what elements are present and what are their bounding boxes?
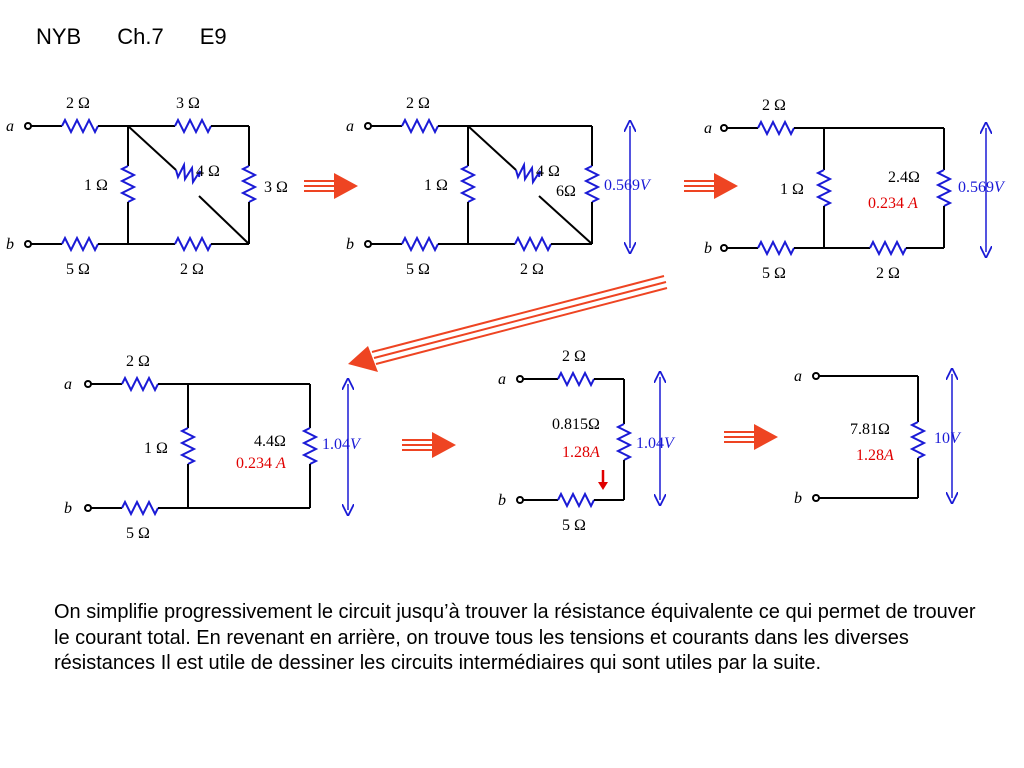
- c3-voltage: 0.569V: [958, 179, 1006, 196]
- c6-terminal-b: b: [794, 490, 802, 507]
- resistor-1bot: [174, 235, 212, 253]
- c2-r-diag-label: 4 Ω: [536, 163, 560, 180]
- c2-r-b-label: 5 Ω: [406, 261, 430, 278]
- c4-current: 0.234 A: [236, 455, 286, 472]
- c1-r-diag-label: 4 Ω: [196, 163, 220, 180]
- c4-terminal-a: a: [64, 376, 72, 393]
- c1-r-right-label: 3 Ω: [264, 179, 288, 196]
- c4-r-a-label: 2 Ω: [126, 353, 150, 370]
- c6-terminal-a: a: [794, 368, 802, 385]
- c2-r-right-label: 6Ω: [556, 183, 576, 200]
- circuit-1: [24, 117, 258, 253]
- current-arrow-icon: [598, 470, 608, 490]
- c1-r-mid-label: 1 Ω: [84, 177, 108, 194]
- title-exercise: E9: [199, 24, 227, 49]
- c6-current: 1.28A: [856, 447, 894, 464]
- c1-r-b-label: 5 Ω: [66, 261, 90, 278]
- resistor-1b: [61, 235, 99, 253]
- circuit-3: [720, 119, 986, 254]
- c4-r-mid-label: 1 Ω: [144, 440, 168, 457]
- c1-terminal-b: b: [6, 236, 14, 253]
- c5-terminal-a: a: [498, 371, 506, 388]
- c2-r-a-label: 2 Ω: [406, 95, 430, 112]
- c1-r-top-label: 3 Ω: [176, 95, 200, 112]
- c1-r-a-label: 2 Ω: [66, 95, 90, 112]
- c2-terminal-b: b: [346, 236, 354, 253]
- c5-current: 1.28A: [562, 444, 600, 461]
- explanation-caption: On simplifie progressivement le circuit …: [54, 601, 976, 674]
- resistor-1mid: [119, 165, 137, 203]
- c5-r-a-label: 2 Ω: [562, 348, 586, 365]
- c3-current: 0.234 A: [868, 195, 918, 212]
- c4-voltage: 1.04V: [322, 436, 362, 453]
- c3-terminal-b: b: [704, 240, 712, 257]
- circuit-6: [812, 373, 952, 501]
- c3-r-right-label: 2.4Ω: [888, 169, 920, 186]
- title-course: NYB: [36, 24, 82, 49]
- resistor-1a: [61, 117, 99, 135]
- c1-terminal-a: a: [6, 118, 14, 135]
- circuit-2: [364, 117, 630, 250]
- c1-r-bot-label: 2 Ω: [180, 261, 204, 278]
- step-arrow-5: [724, 424, 778, 450]
- c4-r-b-label: 5 Ω: [126, 525, 150, 542]
- c5-terminal-b: b: [498, 492, 506, 509]
- c6-voltage: 10V: [934, 430, 962, 447]
- c3-r-mid-label: 1 Ω: [780, 181, 804, 198]
- c3-r-b-label: 5 Ω: [762, 265, 786, 282]
- title-chapter: Ch.7: [117, 24, 164, 49]
- resistor-1diag: [175, 161, 201, 186]
- c3-r-a-label: 2 Ω: [762, 97, 786, 114]
- circuit-4: [84, 375, 348, 517]
- c3-r-bot-label: 2 Ω: [876, 265, 900, 282]
- c3-terminal-a: a: [704, 120, 712, 137]
- c2-voltage: 0.569V: [604, 177, 652, 194]
- c2-r-mid-label: 1 Ω: [424, 177, 448, 194]
- step-arrow-3: [348, 275, 668, 372]
- step-arrow-4: [402, 432, 456, 458]
- resistor-1right: [240, 165, 258, 203]
- circuit-5: [516, 370, 660, 509]
- c4-r-right-label: 4.4Ω: [254, 433, 286, 450]
- c2-r-bot-label: 2 Ω: [520, 261, 544, 278]
- step-arrow-2: [684, 173, 738, 199]
- c6-r-right-label: 7.81Ω: [850, 421, 890, 438]
- resistor-1top: [174, 117, 212, 135]
- slide-title: NYB Ch.7 E9: [36, 24, 263, 50]
- circuit-diagram: a b 2 Ω 3 Ω 1 Ω 4 Ω 3 Ω 5 Ω 2 Ω a b 2: [6, 95, 1006, 542]
- step-arrow-1: [304, 173, 358, 199]
- c5-r-right-label: 0.815Ω: [552, 416, 600, 433]
- c5-r-b-label: 5 Ω: [562, 517, 586, 534]
- c4-terminal-b: b: [64, 500, 72, 517]
- c2-terminal-a: a: [346, 118, 354, 135]
- c5-voltage: 1.04V: [636, 435, 676, 452]
